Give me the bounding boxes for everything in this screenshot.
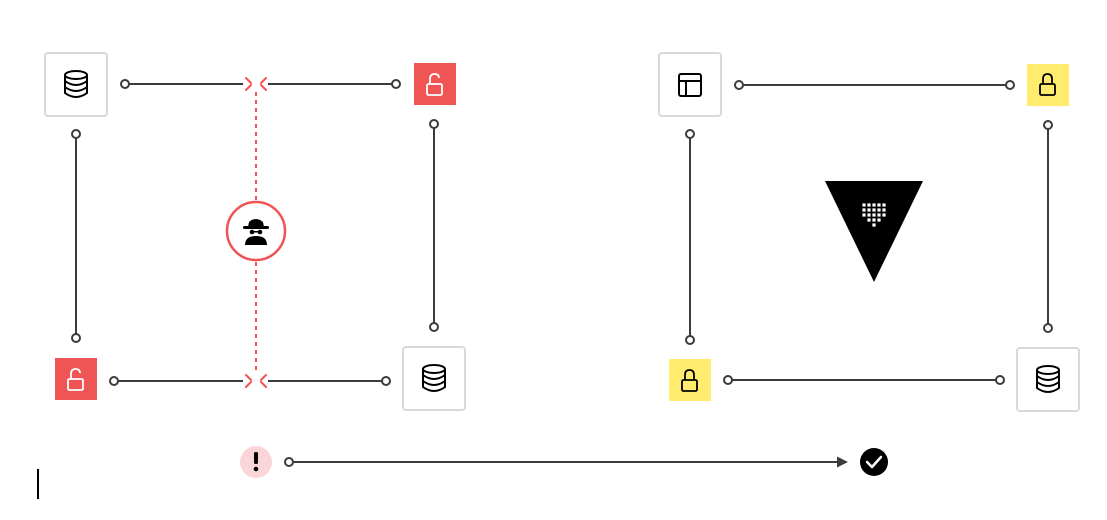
- node-database-bottom-right: [1016, 347, 1080, 412]
- vault-logo-dot: [867, 218, 871, 222]
- vault-logo-dot: [872, 218, 876, 222]
- vault-logo-dot: [867, 203, 871, 207]
- connector-top-right: [268, 79, 401, 89]
- intercept-mark-bottom: [245, 374, 267, 388]
- connector-right-vertical: [429, 119, 439, 332]
- connector-top-left: [120, 79, 243, 89]
- text-cursor: [37, 469, 39, 499]
- vault-logo-dot: [882, 208, 886, 212]
- connector-top: [734, 80, 1015, 90]
- node-unlocked-bottom-left: [55, 358, 97, 400]
- layout-window-icon: [678, 73, 702, 97]
- attacker-node: [225, 200, 287, 262]
- vault-logo-dot: [872, 208, 876, 212]
- locked-padlock-icon: [1039, 73, 1056, 96]
- unlocked-padlock-icon: [426, 73, 443, 96]
- connector-bottom-right: [268, 376, 391, 386]
- database-icon: [64, 70, 88, 98]
- vault-logo-dot: [877, 208, 881, 212]
- node-database-top-left: [44, 52, 108, 117]
- unlocked-padlock-icon: [67, 368, 84, 391]
- connector-left-vertical: [685, 129, 695, 345]
- transition-arrow: [240, 446, 888, 478]
- intercept-mark-top: [245, 77, 267, 91]
- node-application-top-left: [658, 52, 722, 117]
- vault-logo-dot: [862, 213, 866, 217]
- database-icon: [422, 364, 446, 392]
- node-locked-top-right: [1027, 64, 1069, 106]
- vault-logo-dot: [872, 223, 876, 227]
- insecure-setup: [44, 52, 466, 411]
- vault-logo-dot: [867, 213, 871, 217]
- vault-logo-dot: [872, 213, 876, 217]
- exclamation-icon: [253, 452, 259, 472]
- vault-logo-dot: [877, 213, 881, 217]
- secure-setup: [658, 52, 1080, 412]
- connector-right-vertical: [1043, 120, 1053, 333]
- locked-padlock-icon: [681, 369, 698, 392]
- vault-logo-dot: [872, 203, 876, 207]
- checkmark-icon: [865, 455, 883, 469]
- connector-bottom: [723, 375, 1005, 385]
- vault-logo-dot: [877, 203, 881, 207]
- vault-logo-dot: [877, 218, 881, 222]
- vault-logo-dot: [862, 203, 866, 207]
- vault-logo-dot: [867, 208, 871, 212]
- vault-logo-dot: [882, 213, 886, 217]
- connector-left-vertical: [71, 129, 81, 343]
- node-unlocked-top-right: [414, 63, 456, 105]
- vault-triangle-logo: [825, 181, 923, 282]
- connector-bottom-left: [109, 376, 243, 386]
- arrowhead: [837, 456, 848, 468]
- exclamation-badge: [240, 446, 272, 478]
- database-icon: [1036, 365, 1060, 393]
- vault-logo-dot: [882, 203, 886, 207]
- node-locked-bottom-left: [669, 359, 711, 401]
- spy-hat-icon: [243, 219, 269, 245]
- vault-logo-dot: [862, 208, 866, 212]
- node-database-bottom-right: [402, 346, 466, 411]
- success-badge: [860, 448, 888, 476]
